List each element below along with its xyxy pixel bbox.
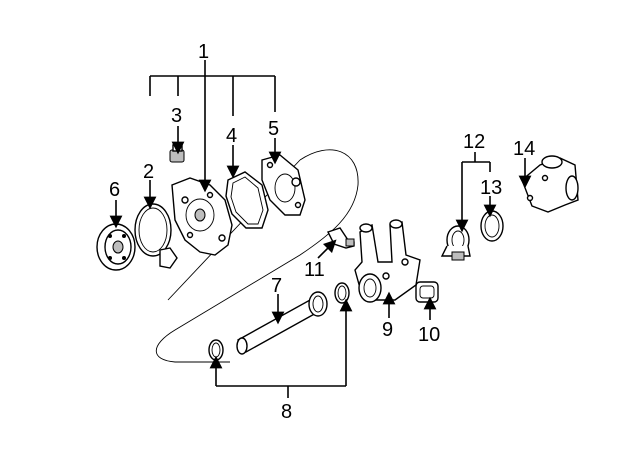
cover-gasket-part bbox=[225, 171, 269, 229]
callout-9: 9 bbox=[382, 319, 393, 341]
water-pump-part bbox=[171, 177, 233, 256]
callout-14: 14 bbox=[513, 138, 535, 160]
assembly-loop-outline bbox=[156, 149, 359, 363]
pulley-part bbox=[96, 223, 136, 271]
coolant-pipe-part bbox=[236, 291, 328, 355]
callout-8: 8 bbox=[281, 401, 292, 423]
callout-6: 6 bbox=[109, 179, 120, 201]
leader-lines bbox=[109, 60, 532, 398]
thermostat-seal-part bbox=[480, 210, 504, 242]
plug-part bbox=[169, 144, 185, 163]
gasket-ring-part bbox=[134, 203, 178, 269]
square-gasket-part bbox=[415, 281, 439, 303]
coolant-outlet-part bbox=[521, 155, 579, 213]
o-ring-upper-part bbox=[334, 282, 350, 304]
callout-13: 13 bbox=[480, 177, 502, 199]
thermostat-housing-part bbox=[354, 219, 421, 303]
callout-7: 7 bbox=[271, 275, 282, 297]
callout-10: 10 bbox=[418, 324, 440, 346]
callout-2: 2 bbox=[143, 161, 154, 183]
callout-3: 3 bbox=[171, 105, 182, 127]
callout-4: 4 bbox=[226, 125, 237, 147]
o-ring-lower-part bbox=[208, 339, 224, 361]
callout-11: 11 bbox=[304, 259, 325, 281]
callout-12: 12 bbox=[463, 131, 485, 153]
callout-5: 5 bbox=[268, 118, 279, 140]
callout-1: 1 bbox=[198, 41, 209, 63]
thermostat-part bbox=[440, 225, 471, 261]
pump-cover-part bbox=[261, 154, 306, 216]
